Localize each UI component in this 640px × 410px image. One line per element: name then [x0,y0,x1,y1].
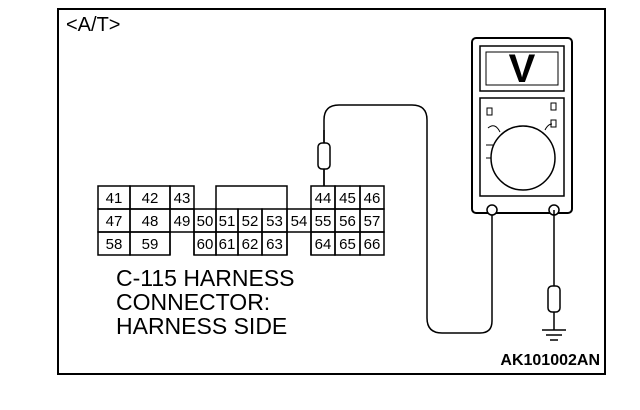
connector-top-key [215,185,288,209]
pin-label: 58 [106,236,123,253]
pin-label: 50 [197,213,214,230]
caption-line-1: C-115 HARNESS [116,265,295,291]
pin-label: 49 [174,213,191,230]
probe-wire-positive [323,104,493,334]
connector-cell [359,231,385,256]
caption-line-2: CONNECTOR: [116,289,271,315]
probe-tip-positive [317,130,331,186]
pin-label: 57 [364,213,381,230]
pin-label: 53 [266,213,283,230]
connector-caption: C-115 HARNESS CONNECTOR: HARNESS SIDE [116,266,295,338]
pin-label: 43 [174,190,191,207]
meter-terminal-com [486,204,498,216]
figure-id: AK101002AN [500,352,600,369]
pin-labels: 41 42 43 44 45 46 47 48 49 50 51 52 53 54 55 56 57 58 59 60… [106,190,381,253]
caption-line-3: HARNESS SIDE [116,313,288,339]
diagram-frame [57,8,606,375]
pin-label: 41 [106,190,123,207]
probe-ground [542,210,566,341]
multimeter: V [471,37,573,216]
pin-label: 55 [315,213,332,230]
pin-label: 47 [106,213,123,230]
pin-label: 44 [315,190,332,207]
pin-label: 60 [197,236,214,253]
pin-label: 66 [364,236,381,253]
pin-label: 54 [291,213,308,230]
pin-label: 42 [142,190,159,207]
meter-display-symbol: V [509,47,536,91]
pin-label: 51 [219,213,236,230]
meter-dial [490,125,556,191]
transmission-tag: <A/T> [66,14,121,36]
pin-label: 64 [315,236,332,253]
pin-label: 62 [242,236,259,253]
connector-grid [97,185,385,256]
pin-label: 61 [219,236,236,253]
pin-label: 65 [339,236,356,253]
pin-label: 48 [142,213,159,230]
pin-label: 52 [242,213,259,230]
connector-notch [169,232,312,255]
pin-label: 46 [364,190,381,207]
pin-label: 63 [266,236,283,253]
pin-label: 59 [142,236,159,253]
pin-label: 56 [339,213,356,230]
pin-label: 45 [339,190,356,207]
